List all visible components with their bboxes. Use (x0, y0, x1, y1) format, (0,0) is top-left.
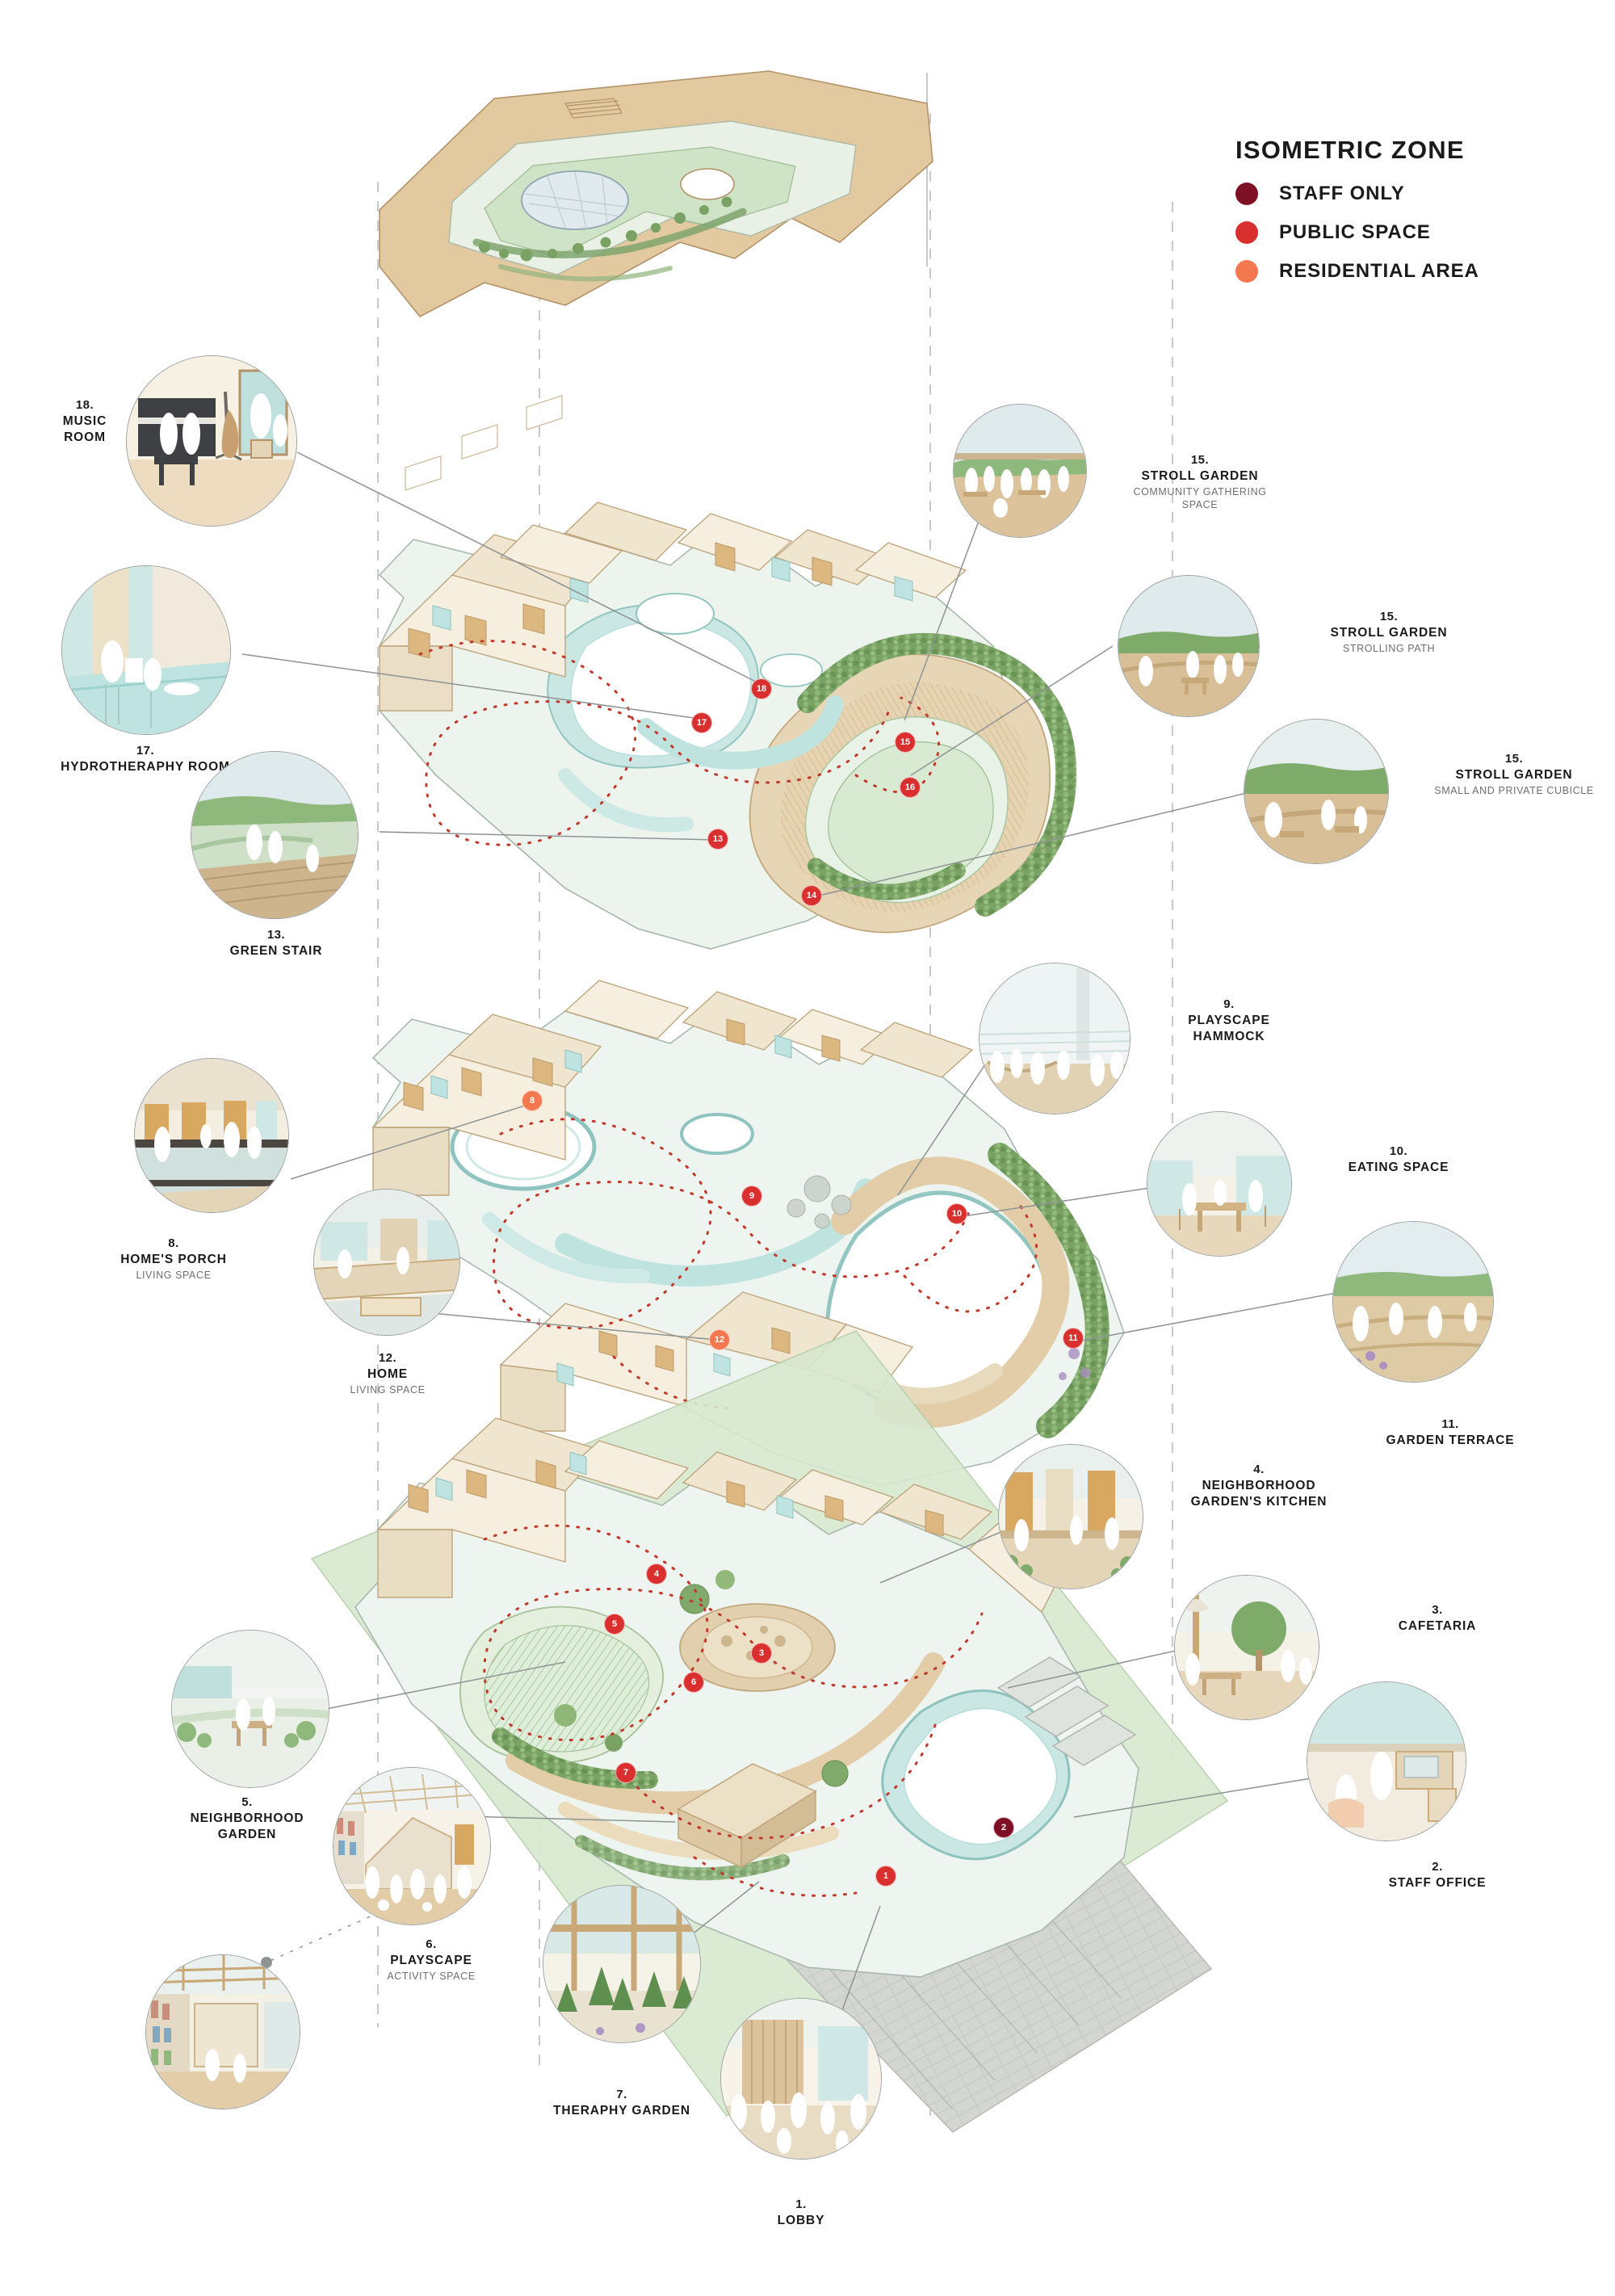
callout-label-playscape: 6. PLAYSCAPE ACTIVITY SPACE (387, 1937, 476, 1982)
legend-item-public-space[interactable]: PUBLIC SPACE (1235, 221, 1583, 244)
callout-label-lobby: 1. LOBBY (777, 2197, 825, 2227)
plan-marker-17[interactable]: 17 (691, 712, 712, 733)
callout-image-stroll-garden-community (953, 404, 1087, 538)
callout-label-eating-space: 10. EATING SPACE (1348, 1144, 1449, 1174)
legend-panel: ISOMETRIC ZONE STAFF ONLY PUBLIC SPACE R… (1235, 136, 1583, 299)
callout-image-neighborhood-gardens-kitchen (998, 1444, 1143, 1589)
callout-image-homes-porch (134, 1058, 289, 1213)
callout-label-green-stair: 13. GREEN STAIR (229, 928, 323, 958)
plan-marker-12[interactable]: 12 (709, 1329, 730, 1350)
legend-title: ISOMETRIC ZONE (1235, 136, 1465, 164)
callout-image-lobby (720, 1998, 882, 2160)
legend-item-staff-only[interactable]: STAFF ONLY (1235, 183, 1583, 205)
plan-marker-9[interactable]: 9 (741, 1186, 762, 1207)
callout-label-stroll-garden-path: 15. STROLL GARDEN STROLLING PATH (1330, 610, 1448, 654)
legend-dot-staff-only (1235, 183, 1258, 205)
callout-image-playscape-hammock (979, 963, 1130, 1114)
legend-label-residential-area: RESIDENTIAL AREA (1279, 260, 1479, 282)
plan-marker-10[interactable]: 10 (946, 1203, 967, 1224)
callout-label-theraphy-garden: 7. THERAPHY GARDEN (553, 2088, 690, 2118)
callout-image-home (313, 1189, 460, 1336)
callout-image-neighborhood-garden (171, 1630, 329, 1788)
plan-marker-2[interactable]: 2 (993, 1817, 1014, 1838)
callout-label-homes-porch: 8. HOME'S PORCH LIVING SPACE (120, 1236, 227, 1281)
plan-marker-7[interactable]: 7 (615, 1762, 636, 1783)
callout-label-cafetaria: 3. CAFETARIA (1398, 1603, 1477, 1633)
callout-image-cafetaria (1174, 1575, 1319, 1720)
callout-label-stroll-garden-community: 15. STROLL GARDEN COMMUNITY GATHERING SP… (1133, 453, 1267, 510)
legend-dot-residential-area (1235, 260, 1258, 283)
plan-marker-15[interactable]: 15 (895, 732, 916, 753)
plan-marker-5[interactable]: 5 (604, 1614, 625, 1635)
legend-label-public-space: PUBLIC SPACE (1279, 221, 1431, 243)
plan-marker-1[interactable]: 1 (875, 1866, 896, 1887)
roof-plate (379, 70, 933, 318)
callout-image-extra (145, 1954, 300, 2109)
callout-image-eating-space (1147, 1111, 1292, 1257)
callout-image-music-room (126, 355, 297, 527)
callout-image-theraphy-garden (543, 1885, 701, 2043)
callout-label-stroll-garden-cubicle: 15. STROLL GARDEN SMALL AND PRIVATE CUBI… (1434, 752, 1594, 796)
plan-marker-3[interactable]: 3 (751, 1643, 772, 1664)
callout-label-garden-terrace: 11. GARDEN TERRACE (1386, 1417, 1515, 1447)
callout-image-green-stair (191, 751, 359, 919)
callout-label-hydrotherapy-room: 17. HYDROTHERAPHY ROOM (61, 744, 230, 774)
callout-label-playscape-hammock: 9. PLAYSCAPE HAMMOCK (1188, 997, 1270, 1043)
plan-marker-6[interactable]: 6 (683, 1672, 704, 1693)
callout-image-hydrotherapy-room (61, 565, 231, 735)
callout-label-neighborhood-gardens-kitchen: 4. NEIGHBORHOOD GARDEN'S KITCHEN (1190, 1463, 1328, 1509)
callout-label-staff-office: 2. STAFF OFFICE (1388, 1860, 1487, 1890)
legend-dot-public-space (1235, 221, 1258, 244)
plan-marker-18[interactable]: 18 (751, 678, 772, 699)
callout-image-stroll-garden-path (1118, 575, 1260, 717)
callout-label-neighborhood-garden: 5. NEIGHBORHOOD GARDEN (190, 1795, 304, 1841)
callout-image-playscape (333, 1767, 491, 1925)
plan-marker-11[interactable]: 11 (1063, 1328, 1084, 1349)
callout-image-stroll-garden-cubicle (1244, 719, 1389, 864)
plan-marker-14[interactable]: 14 (801, 885, 822, 906)
plan-marker-13[interactable]: 13 (707, 829, 728, 850)
legend-item-residential-area[interactable]: RESIDENTIAL AREA (1235, 260, 1583, 283)
callout-image-garden-terrace (1332, 1221, 1494, 1383)
callout-label-music-room: 18. MUSIC ROOM (62, 398, 107, 444)
legend-label-staff-only: STAFF ONLY (1279, 183, 1405, 204)
callout-label-home: 12. HOME LIVING SPACE (350, 1351, 426, 1396)
plan-marker-8[interactable]: 8 (522, 1090, 543, 1111)
plan-marker-4[interactable]: 4 (646, 1564, 667, 1585)
callout-image-staff-office (1307, 1681, 1466, 1841)
plan-marker-16[interactable]: 16 (900, 777, 921, 798)
